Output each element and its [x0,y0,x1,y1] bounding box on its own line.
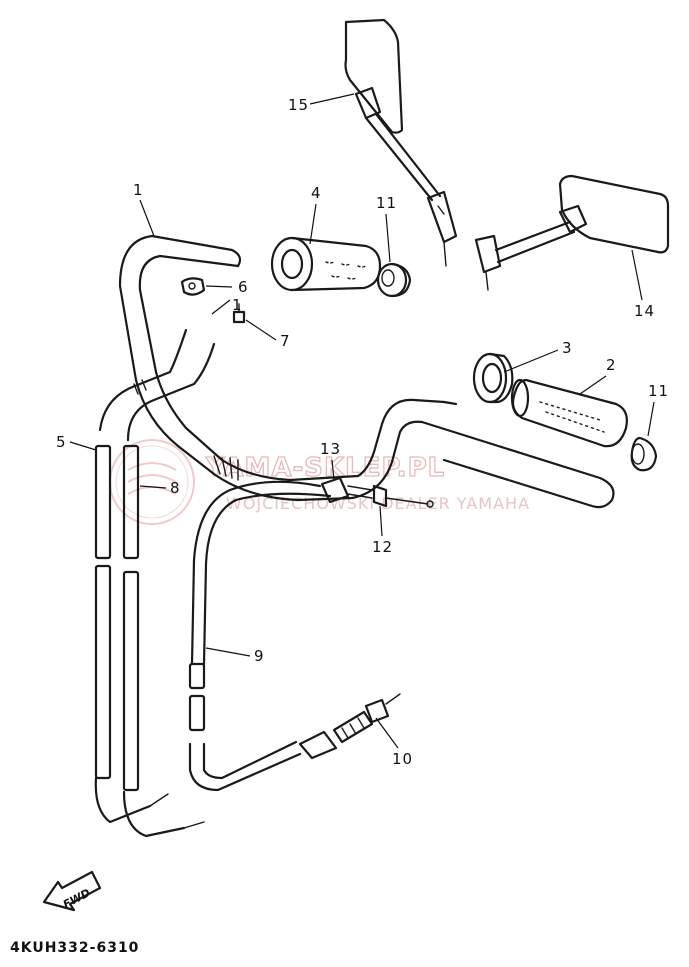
throttle-cables [94,328,216,838]
callout-6: 6 [205,278,249,296]
svg-text:11: 11 [648,382,669,400]
svg-text:10: 10 [392,750,413,768]
cable-holder [180,277,206,296]
svg-text:15: 15 [288,96,309,114]
callout-11-upper: 11 [376,194,397,263]
svg-text:9: 9 [254,647,265,665]
holder-screw [232,303,246,324]
diagram-code: 4KUH332-6310 [10,940,139,956]
mirror-left [344,18,458,267]
svg-text:5: 5 [56,433,67,451]
clutch-cable [188,480,332,792]
svg-text:12: 12 [372,538,393,556]
callout-2: 2 [579,356,617,395]
throttle-grip [270,236,382,292]
handlebar [118,234,615,509]
svg-text:1: 1 [232,296,243,314]
cable-adjuster [298,693,401,760]
svg-text:3: 3 [562,339,573,357]
svg-text:7: 7 [280,332,291,350]
svg-text:2: 2 [606,356,617,374]
callout-3: 3 [503,339,573,373]
svg-text:1: 1 [133,181,144,199]
callout-1: 1 [133,181,155,237]
svg-text:8: 8 [170,479,181,497]
callout-7: 7 [245,319,291,350]
svg-text:6: 6 [238,278,249,296]
watermark-logo [109,439,195,525]
svg-text:11: 11 [376,194,397,212]
fwd-label: FWD [61,886,93,911]
callout-5: 5 [56,433,97,451]
callout-14: 14 [631,249,655,320]
callout-15: 15 [288,93,355,114]
callout-9: 9 [205,647,265,665]
callout-12: 12 [372,505,393,556]
grip-end-upper [376,262,412,298]
callout-10: 10 [375,717,413,768]
callout-8: 8 [139,479,181,497]
callout-13: 13 [320,440,341,481]
grip-collar [472,352,514,404]
forward-direction-arrow: FWD [42,870,102,911]
callout-11-right: 11 [647,382,669,437]
mirror-right [474,174,670,291]
svg-text:14: 14 [634,302,655,320]
handlebar-grip [510,378,628,448]
callout-1-sub: 1 [211,296,243,315]
callout-4: 4 [309,184,322,245]
svg-text:4: 4 [311,184,322,202]
svg-text:13: 13 [320,440,341,458]
grip-end-right [630,436,658,472]
